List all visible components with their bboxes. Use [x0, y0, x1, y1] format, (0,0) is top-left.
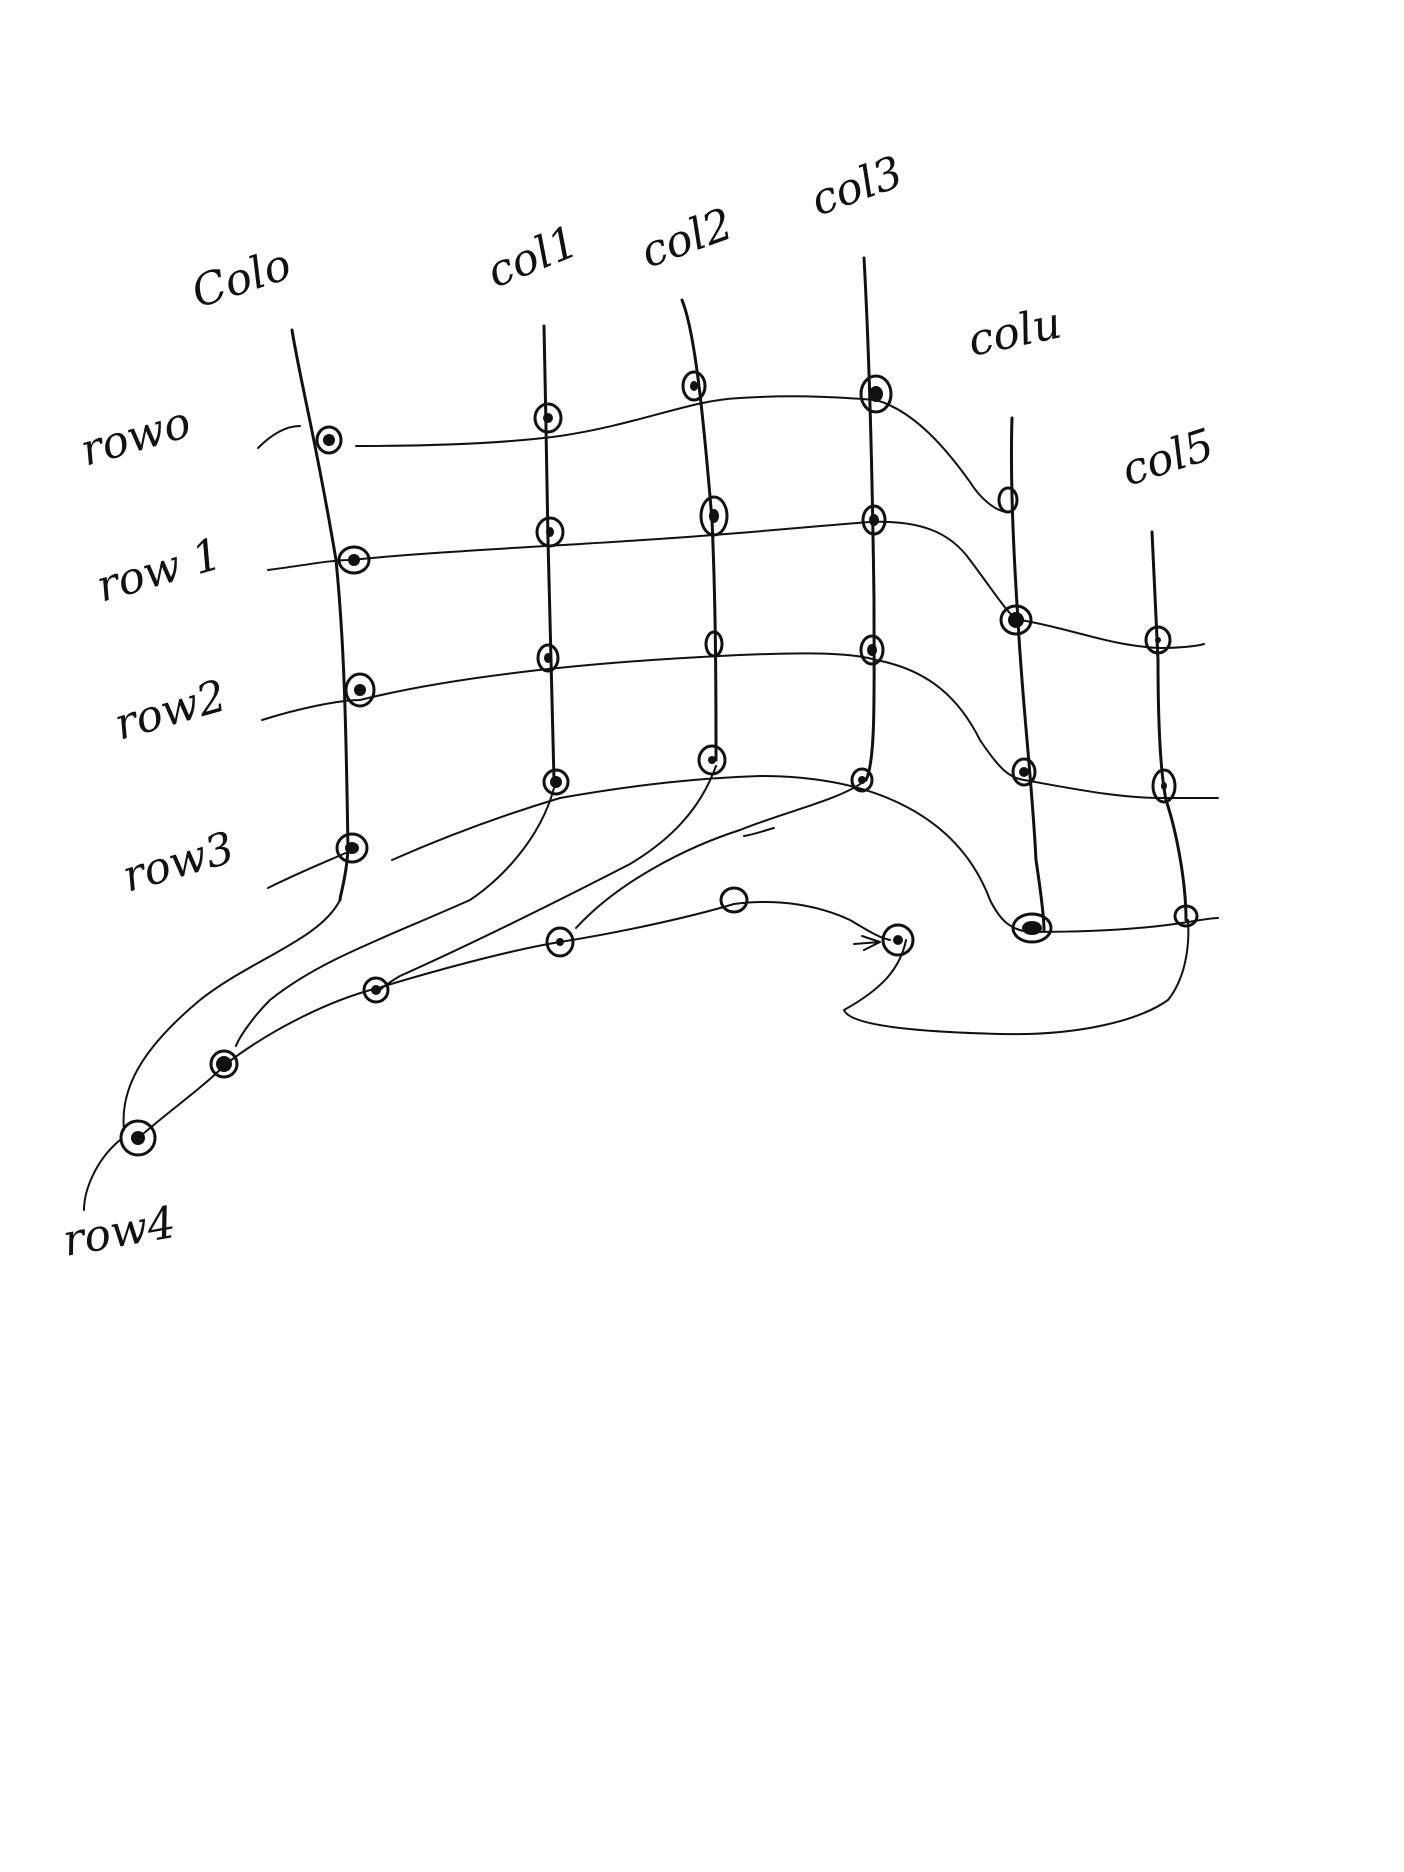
node-r4-c2 [362, 976, 390, 1004]
node-r2-c0 [344, 672, 376, 708]
row-label-1: row 1 [91, 528, 227, 612]
column-line-1 [542, 324, 556, 782]
col-label-4: colu [964, 297, 1066, 366]
row-label-0: rowo [75, 397, 196, 477]
col-label-2: col2 [634, 199, 739, 279]
node-r3-c4 [1011, 912, 1053, 944]
node-r0-c2 [681, 370, 707, 402]
row-line-3 [391, 775, 1219, 933]
node-r4-c4 [881, 923, 915, 957]
column-line-2 [680, 298, 718, 762]
node-r0-c0 [315, 425, 343, 455]
node-r1-c0 [337, 545, 371, 575]
node-r2-c4 [1011, 757, 1037, 787]
node-r4-c1 [209, 1049, 239, 1079]
node-r2-c3 [859, 634, 885, 666]
node-r1-c2 [699, 495, 729, 537]
node-r1-c5 [1144, 625, 1172, 655]
node-r4-extra [719, 886, 749, 914]
node-r4-c3 [545, 926, 575, 958]
node-r0-c1 [533, 402, 563, 434]
node-r2-c2 [704, 630, 724, 658]
row-line-3-stub [267, 851, 349, 889]
node-r3-c2 [697, 744, 727, 776]
node-r0-c3 [859, 374, 893, 414]
row-label-2: row2 [109, 670, 232, 750]
node-r3-c5 [1173, 904, 1199, 928]
col-label-5: col5 [1116, 419, 1220, 496]
node-r3-c3 [850, 767, 874, 793]
node-r4-c0 [119, 1119, 157, 1157]
col-label-0: Colo [186, 239, 298, 319]
fan-arrow [853, 935, 881, 951]
node-r1-c4 [999, 604, 1033, 636]
fan-line-col0 [122, 899, 341, 1131]
node-r3-c0 [335, 832, 369, 864]
node-r1-c3 [861, 504, 887, 536]
row-line-1 [267, 520, 1205, 649]
fan-line-col4-loop [843, 919, 1190, 1036]
node-r0-c4 [997, 486, 1019, 514]
row-label-3: row3 [117, 822, 240, 902]
fan-line-col3 [575, 779, 867, 929]
node-r1-c1 [535, 516, 565, 548]
row-line-4 [135, 901, 891, 1141]
row-line-3-mark [743, 827, 775, 837]
row-line-2 [261, 652, 1219, 799]
row-line-0-stub [257, 425, 301, 449]
row-label-4: row4 [59, 1197, 179, 1267]
column-line-4 [1009, 416, 1046, 932]
fan-line-col1 [235, 787, 555, 1047]
column-line-0 [290, 328, 350, 902]
node-r3-c1 [542, 768, 570, 796]
col-label-1: col1 [480, 216, 586, 298]
col-label-3: col3 [804, 147, 909, 227]
fan-line-col2 [379, 765, 717, 991]
row-line-4-left [83, 1139, 121, 1211]
node-r2-c5 [1151, 768, 1177, 804]
column-line-5 [1150, 530, 1188, 922]
column-line-3 [862, 256, 876, 782]
node-r2-c1 [536, 643, 560, 673]
row-line-0 [355, 395, 1007, 513]
